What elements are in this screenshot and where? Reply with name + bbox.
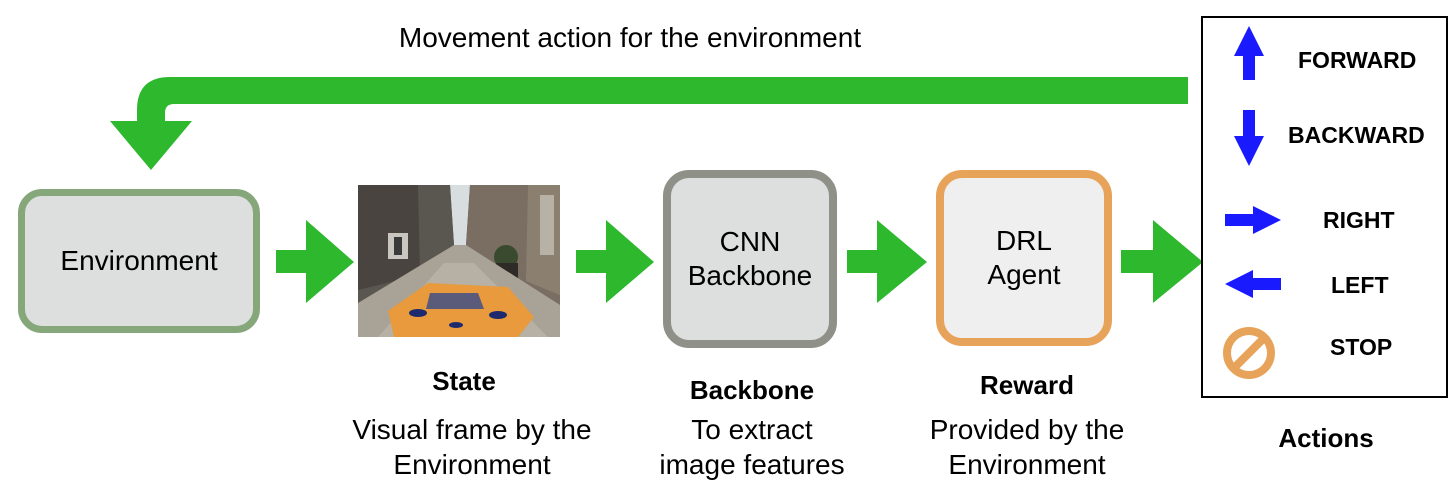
feedback-loop-arrow — [110, 77, 1188, 170]
backbone-title: Backbone — [689, 375, 815, 405]
state-frame-image — [358, 185, 560, 337]
reward-title: Reward — [980, 370, 1074, 400]
action-icons — [1223, 26, 1281, 379]
action-label-backward: BACKWARD — [1288, 122, 1425, 148]
backbone-description: To extract image features — [659, 414, 845, 480]
drl-agent-box-label: DRL Agent — [987, 225, 1061, 290]
state-description: Visual frame by the Environment — [352, 414, 592, 480]
arrow-state-to-backbone — [576, 220, 654, 303]
action-label-right: RIGHT — [1323, 207, 1395, 233]
environment-box: Environment — [18, 189, 260, 333]
arrow-agent-to-actions — [1121, 220, 1203, 303]
state-title: State — [432, 366, 496, 396]
arrow-left-icon — [1225, 270, 1281, 298]
cnn-backbone-box: CNN Backbone — [663, 170, 837, 348]
drl-agent-box: DRL Agent — [936, 170, 1112, 346]
movement-action-label: Movement action for the environment — [398, 22, 862, 53]
arrow-environment-to-state — [276, 220, 354, 303]
reward-description: Provided by the Environment — [929, 414, 1125, 480]
environment-box-label: Environment — [60, 245, 218, 276]
arrow-down-icon — [1234, 110, 1264, 166]
actions-panel — [1201, 16, 1448, 398]
action-label-forward: FORWARD — [1298, 47, 1417, 73]
arrow-up-icon — [1234, 26, 1264, 80]
action-label-stop: STOP — [1330, 334, 1393, 360]
action-label-left: LEFT — [1331, 272, 1389, 298]
arrow-right-icon — [1225, 206, 1281, 234]
stop-icon — [1223, 327, 1275, 379]
cnn-backbone-box-label: CNN Backbone — [687, 226, 813, 291]
arrow-backbone-to-agent — [847, 220, 927, 303]
actions-title: Actions — [1278, 423, 1374, 453]
